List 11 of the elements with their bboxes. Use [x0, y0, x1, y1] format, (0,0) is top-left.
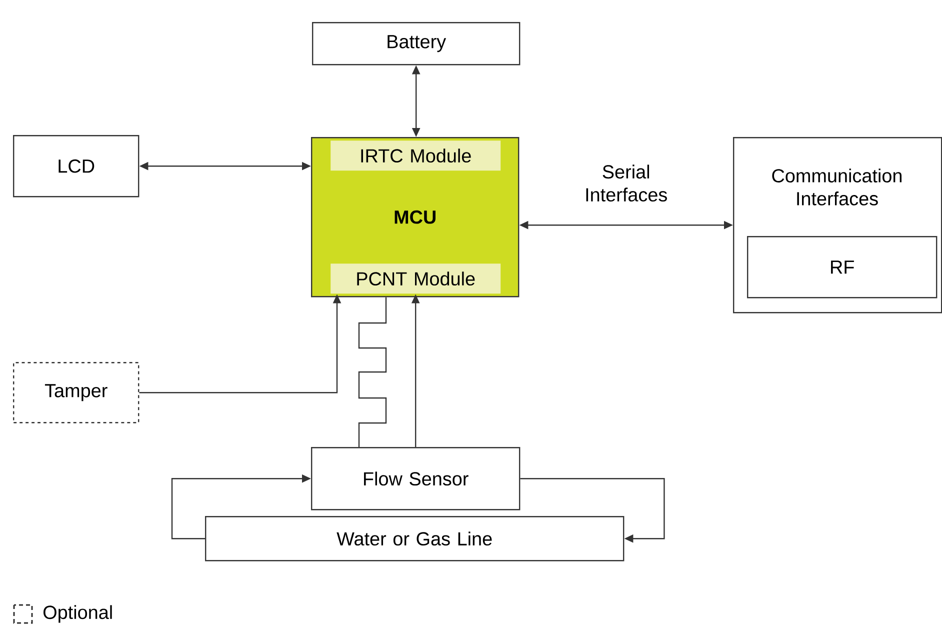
module-box: IRTC Module — [330, 140, 501, 171]
pipe-box: Water or Gas Line — [205, 516, 624, 562]
rf-box: RF — [747, 236, 938, 298]
tamper-box: Tamper — [13, 362, 140, 424]
arrow — [520, 478, 665, 543]
battery-box: Battery — [312, 22, 520, 66]
display-box: LCD — [13, 135, 140, 198]
edge-label: Serial Interfaces — [586, 164, 667, 202]
module-box: PCNT Module — [330, 264, 501, 294]
sensor-box: Flow Sensor — [311, 447, 520, 510]
legend-text: Optional — [44, 605, 112, 623]
